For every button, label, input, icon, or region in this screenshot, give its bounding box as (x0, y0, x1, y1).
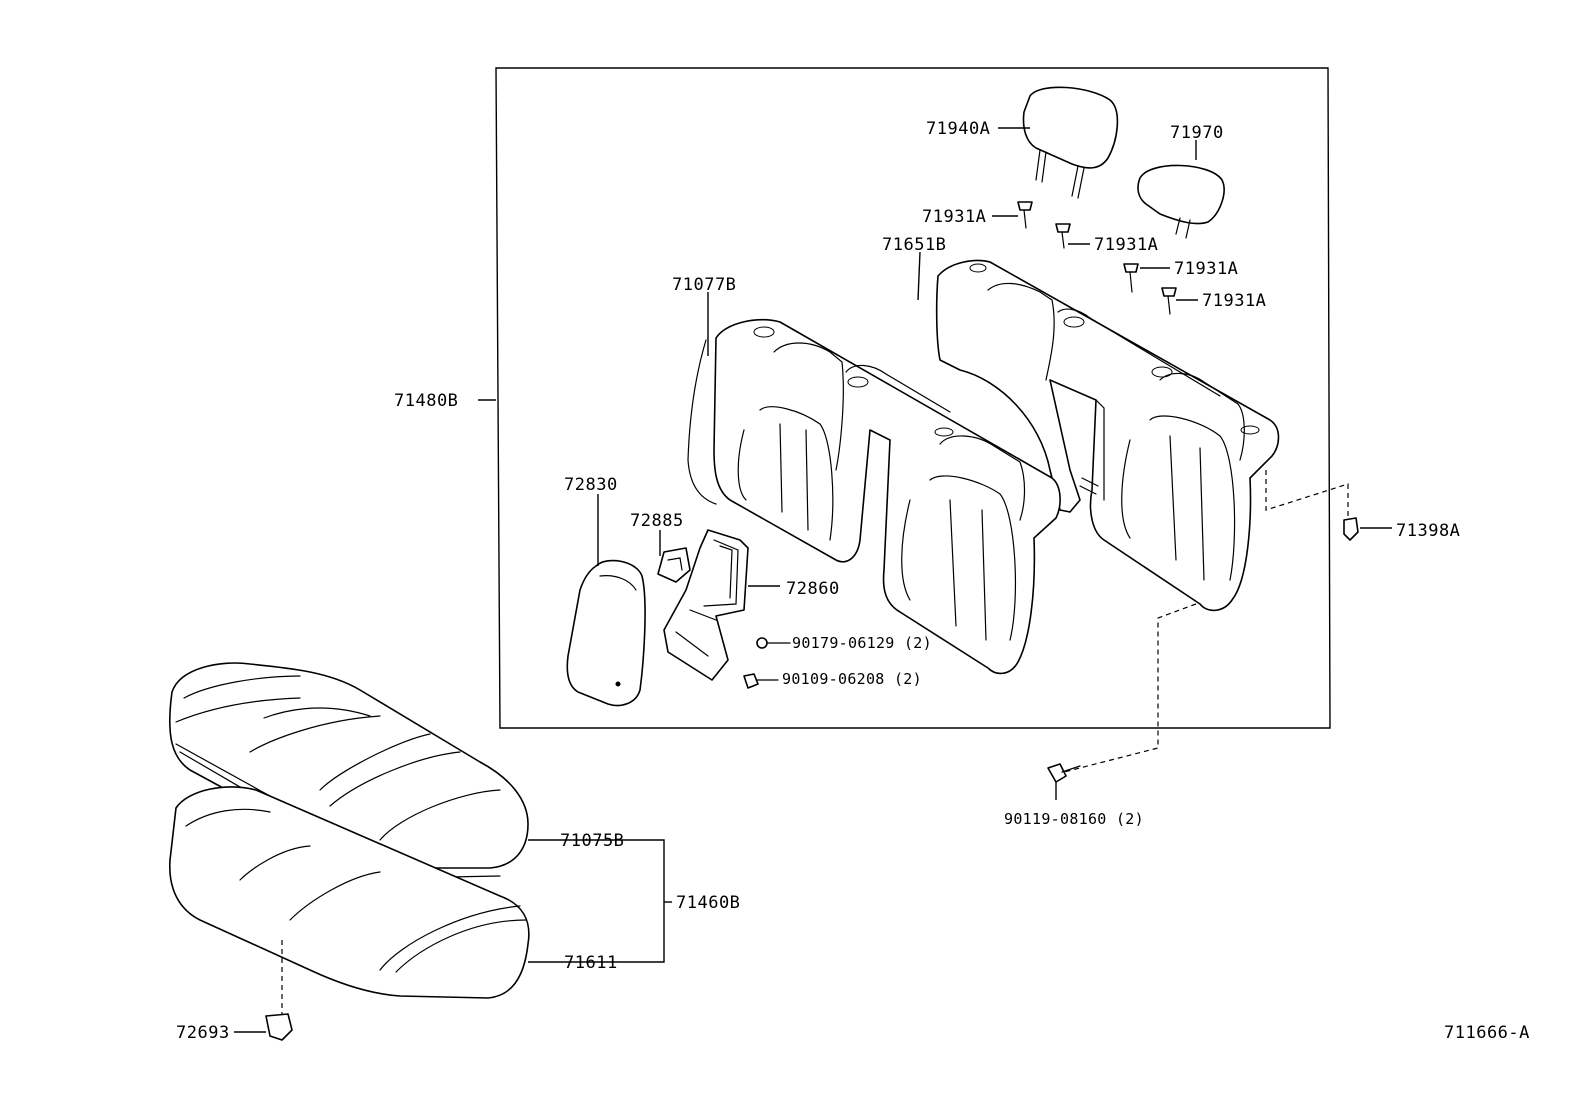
label-support-1: 71931A (922, 207, 986, 227)
label-armrest-frame: 72860 (786, 579, 840, 599)
support-3-part[interactable] (1123, 263, 1139, 293)
armrest-part[interactable] (566, 559, 646, 707)
screw-a-part[interactable] (756, 637, 791, 649)
label-headrest-side: 71970 (1170, 123, 1224, 143)
assembly-frame (495, 67, 1331, 729)
armrest-frame-part[interactable] (663, 529, 749, 681)
label-lock-hook: 71398A (1396, 521, 1460, 541)
label-bolt-b: 90119-08160 (2) (1004, 810, 1144, 828)
label-seatback-pad-right: 71651B (882, 235, 946, 255)
label-cushion-cover: 71075B (560, 831, 624, 851)
label-support-4: 71931A (1202, 291, 1266, 311)
headrest-side-part[interactable] (1137, 164, 1225, 239)
support-1-part[interactable] (1017, 201, 1033, 229)
bolt-b-part[interactable] (1047, 763, 1081, 783)
label-seatback-cover-left: 71077B (672, 275, 736, 295)
bolt-a-part[interactable] (743, 673, 779, 689)
label-cushion-assembly: 71460B (676, 893, 740, 913)
clip-part[interactable] (265, 1013, 293, 1041)
label-seatback-assembly: 71480B (394, 391, 458, 411)
cushion-pad-part[interactable] (169, 786, 530, 999)
lock-hook-part[interactable] (1343, 517, 1359, 541)
label-support-3: 71931A (1174, 259, 1238, 279)
dashed-leaders (281, 470, 1349, 1014)
diagram-id: 711666-A (1444, 1023, 1530, 1043)
seatback-right-part[interactable] (935, 259, 1280, 612)
label-headrest-center: 71940A (926, 119, 990, 139)
label-cushion-pad: 71611 (564, 953, 618, 973)
support-4-part[interactable] (1161, 287, 1177, 315)
label-clip: 72693 (176, 1023, 230, 1043)
armrest-hinge-cover-part[interactable] (657, 547, 691, 583)
label-screw-a: 90179-06129 (2) (792, 634, 932, 652)
support-2-part[interactable] (1055, 223, 1071, 249)
label-armrest: 72830 (564, 475, 618, 495)
leader-lines (234, 127, 1392, 1033)
label-support-2: 71931A (1094, 235, 1158, 255)
headrest-center-part[interactable] (1022, 86, 1119, 199)
label-armrest-hinge-cover: 72885 (630, 511, 684, 531)
seatback-left-part[interactable] (687, 318, 1061, 675)
label-bolt-a: 90109-06208 (2) (782, 670, 922, 688)
